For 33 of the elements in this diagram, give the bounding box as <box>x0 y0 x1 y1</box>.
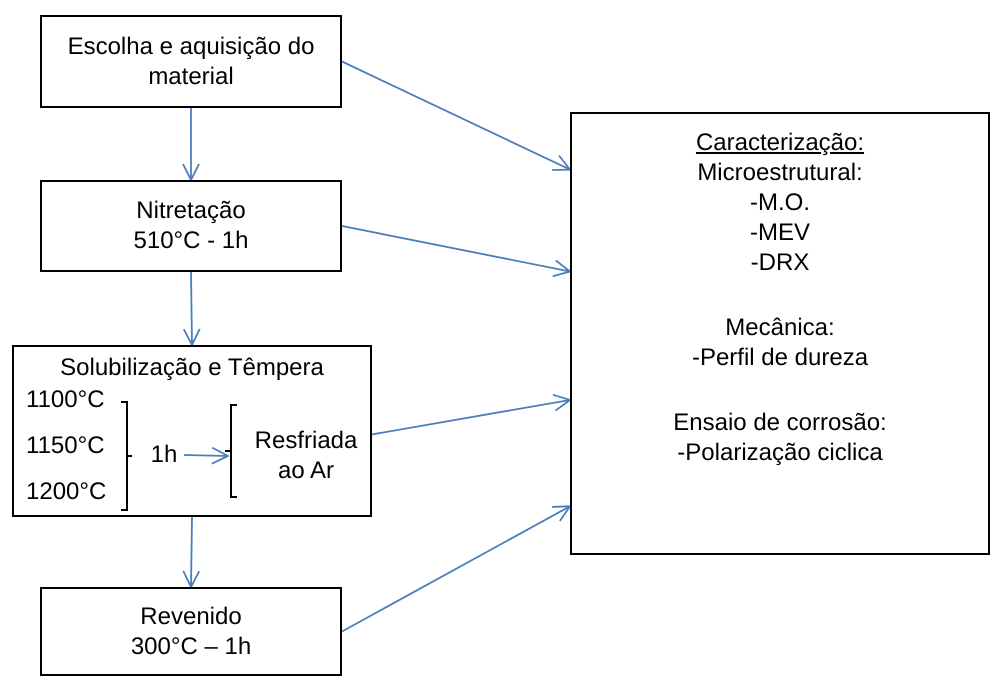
arrow <box>182 108 200 181</box>
body-text: -Polarização ciclica <box>677 438 883 468</box>
arrow <box>372 394 571 436</box>
process-box <box>570 112 990 555</box>
heading-text: Caracterização: <box>696 128 864 158</box>
temperature-label: 1100°C <box>26 385 105 415</box>
body-text: Ensaio de corrosão: <box>673 408 887 438</box>
arrow <box>342 60 571 171</box>
temperature-label: 1150°C <box>26 431 105 461</box>
body-text: -DRX <box>750 248 810 278</box>
body-text: -M.O. <box>750 188 810 218</box>
process-box <box>40 587 342 676</box>
duration-text: 1h <box>144 439 184 471</box>
heading-text: Nitretação <box>136 196 246 226</box>
process-box <box>40 180 342 272</box>
arrow <box>342 505 571 632</box>
body-text: Solubilização e Têmpera <box>60 353 324 383</box>
arrow <box>184 446 229 465</box>
body-text: Microestrutural: <box>697 158 863 188</box>
body-text: 300°C – 1h <box>130 632 252 662</box>
body-text: 510°C - 1h <box>134 226 248 256</box>
arrow <box>342 225 571 278</box>
temperature-label: 1200°C <box>26 477 106 507</box>
process-box <box>40 15 342 108</box>
process-box <box>12 345 372 517</box>
heading-text: Revenido <box>140 602 242 632</box>
body-text: -MEV <box>750 218 810 248</box>
step-text: Resfriada ao Ar <box>242 413 370 499</box>
arrow <box>182 516 200 588</box>
body-text: Escolha e aquisição do material <box>66 32 316 92</box>
body-text: Mecânica: <box>725 313 835 343</box>
arrow <box>182 272 201 346</box>
body-text: -Perfil de dureza <box>692 343 868 373</box>
